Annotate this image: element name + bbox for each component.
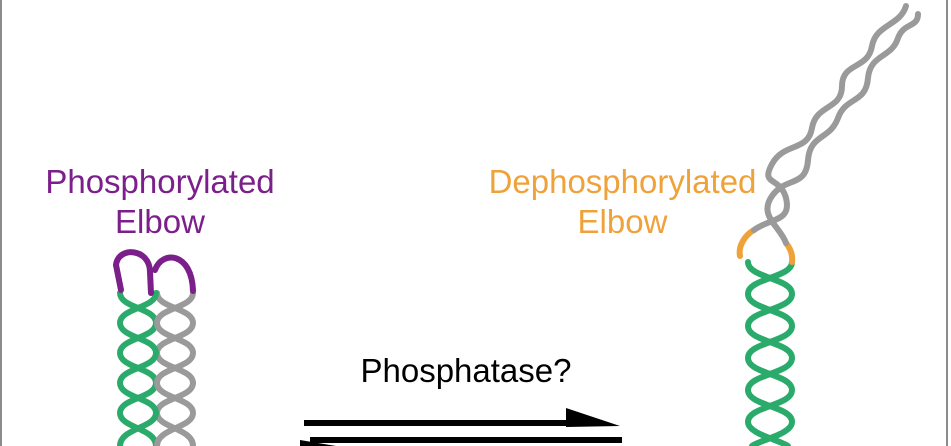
right-green-helix-under	[744, 259, 796, 446]
dephosphorylated-structure	[736, 3, 921, 446]
right-gray-helix-under	[764, 11, 921, 246]
right-green-helix	[744, 259, 796, 446]
dephosphorylated-label-line2: Elbow	[577, 203, 668, 240]
left-green-helix-under	[116, 290, 160, 446]
left-purple-elbow-loop-1	[113, 249, 154, 296]
right-gray-helix	[751, 3, 909, 233]
phosphorylated-elbow-label: Phosphorylated Elbow	[10, 162, 310, 242]
phosphorylated-structure	[113, 249, 197, 446]
phosphorylated-label-line1: Phosphorylated	[45, 163, 275, 200]
left-gray-helix-under	[153, 290, 197, 446]
reverse-arrow-head	[300, 440, 336, 446]
forward-arrow-head	[566, 408, 620, 427]
equilibrium-arrows	[300, 408, 622, 446]
enzyme-label: Phosphatase?	[360, 352, 572, 389]
dephosphorylated-label-line1: Dephosphorylated	[488, 163, 757, 200]
phosphorylated-label-line2: Elbow	[115, 203, 205, 240]
left-purple-elbow-loop-2	[152, 254, 196, 294]
dephosphorylated-elbow-label: Dephosphorylated Elbow	[455, 162, 790, 242]
left-purple-elbow-stem	[113, 262, 124, 293]
